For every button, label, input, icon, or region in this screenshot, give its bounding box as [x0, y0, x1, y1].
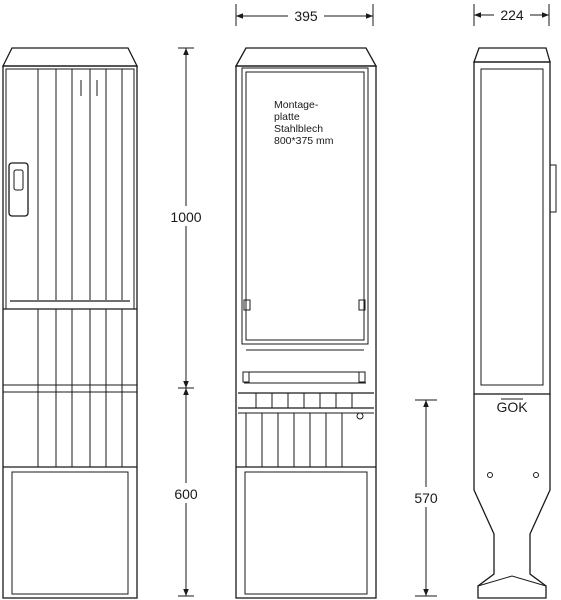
mounting-plate-line-1: Montage- [274, 99, 319, 111]
door-handle-icon [8, 162, 29, 217]
side-depth-label: 224 [500, 7, 524, 23]
upper-height-label: 1000 [170, 209, 201, 225]
side-view: GOK [473, 47, 557, 599]
front-view-closed [1, 47, 139, 599]
front-view-open: Montage- platte Stahlblech 800*375 mm [234, 47, 378, 599]
upper-ribs [37, 69, 123, 300]
lower-height-label-side: 570 [414, 490, 438, 506]
lower-height-label-front: 600 [174, 486, 198, 502]
mounting-plate-line-2: platte [274, 111, 300, 123]
width-dimension: 395 [235, 4, 374, 26]
front-width-label: 395 [294, 8, 318, 24]
height-dimension-side: 570 [409, 399, 443, 597]
ground-level-label: GOK [496, 399, 528, 415]
mounting-plate-line-4: 800*375 mm [274, 135, 334, 147]
height-dimension-front: 1000 600 [170, 47, 204, 597]
mounting-plate-line-3: Stahlblech [274, 123, 323, 135]
depth-dimension: 224 [473, 4, 550, 26]
lower-ribs [37, 309, 123, 467]
terminal-block [238, 392, 374, 467]
